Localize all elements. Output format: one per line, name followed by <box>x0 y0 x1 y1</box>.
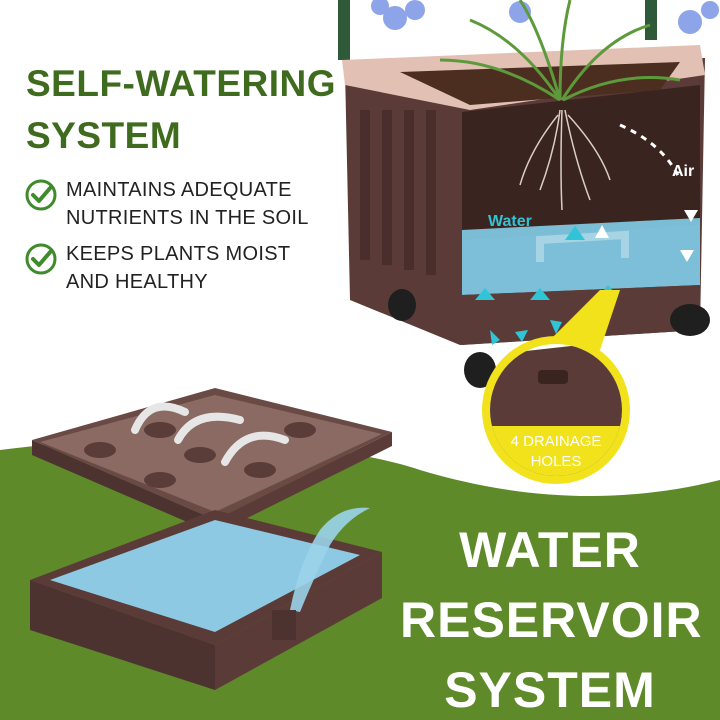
drainage-line: HOLES <box>530 453 582 470</box>
reservoir-title-line-2: RESERVOIR <box>400 592 703 648</box>
reservoir-title-line-1: WATER <box>459 522 641 578</box>
reservoir-title-line-3: SYSTEM <box>444 662 656 718</box>
feature-line: NUTRIENTS IN THE SOIL <box>66 207 309 229</box>
water-label: Water <box>488 213 532 230</box>
feature-item-nutrients: MAINTAINS ADEQUATE NUTRIENTS IN THE SOIL <box>24 176 309 232</box>
drainage-line: 4 DRAINAGE <box>510 433 602 450</box>
drainage-holes-label: 4 DRAINAGE HOLES <box>487 432 625 472</box>
feature-line: AND HEALTHY <box>66 271 208 293</box>
feature-line: KEEPS PLANTS MOIST <box>66 243 291 265</box>
self-watering-headline: SELF-WATERING SYSTEM <box>26 58 336 162</box>
check-circle-icon <box>25 243 57 275</box>
headline-line-1: SELF-WATERING <box>26 63 337 104</box>
feature-line: MAINTAINS ADEQUATE <box>66 179 292 201</box>
feature-text: MAINTAINS ADEQUATE NUTRIENTS IN THE SOIL <box>66 176 309 232</box>
feature-item-moist: KEEPS PLANTS MOIST AND HEALTHY <box>24 240 290 296</box>
air-label: Air <box>672 163 695 180</box>
check-circle-icon <box>25 179 57 211</box>
headline-line-2: SYSTEM <box>26 115 182 156</box>
feature-text: KEEPS PLANTS MOIST AND HEALTHY <box>66 240 290 296</box>
